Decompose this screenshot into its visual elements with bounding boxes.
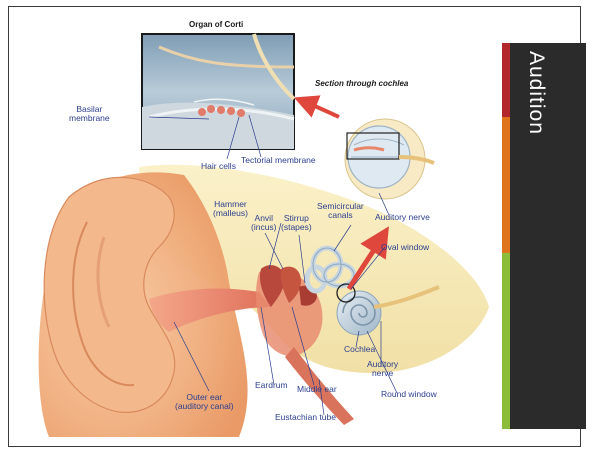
label-round-window: Round window [381, 390, 437, 399]
label-auditory-nerve: Auditory nerve [367, 360, 398, 378]
pointer-arrow-inset [305, 102, 339, 117]
label-tectorial-membrane: Tectorial membrane [241, 156, 316, 165]
title-sidebar: Audition [502, 43, 586, 429]
slide-title-text: Audition [524, 51, 548, 135]
label-cochlea: Cochlea [344, 345, 375, 354]
organ-of-corti-inset [142, 34, 294, 149]
slide-title: Audition [502, 43, 586, 173]
label-anvil: Anvil (incus) [251, 214, 277, 232]
accent-stripe-green [502, 253, 510, 429]
label-eustachian-tube: Eustachian tube [275, 413, 336, 422]
label-stirrup: Stirrup (stapes) [281, 214, 312, 232]
inset-title: Organ of Corti [189, 21, 243, 29]
label-basilar-membrane: Basilar membrane [69, 105, 110, 123]
cochlea-spiral [337, 291, 381, 335]
label-auditory-nerve-top: Auditory nerve [375, 213, 430, 222]
cochlea-section [345, 119, 434, 199]
section-title: Section through cochlea [315, 80, 408, 88]
label-eardrum: Eardrum [255, 381, 288, 390]
slide: Organ of Corti Section through cochlea B… [8, 6, 581, 447]
label-middle-ear: Middle ear [297, 385, 337, 394]
label-semicircular-canals: Semicircular canals [317, 202, 364, 220]
label-hammer: Hammer (malleus) [213, 200, 248, 218]
label-hair-cells: Hair cells [201, 162, 236, 171]
label-outer-ear: Outer ear (auditory canal) [175, 393, 234, 411]
label-oval-window: Oval window [381, 243, 429, 252]
